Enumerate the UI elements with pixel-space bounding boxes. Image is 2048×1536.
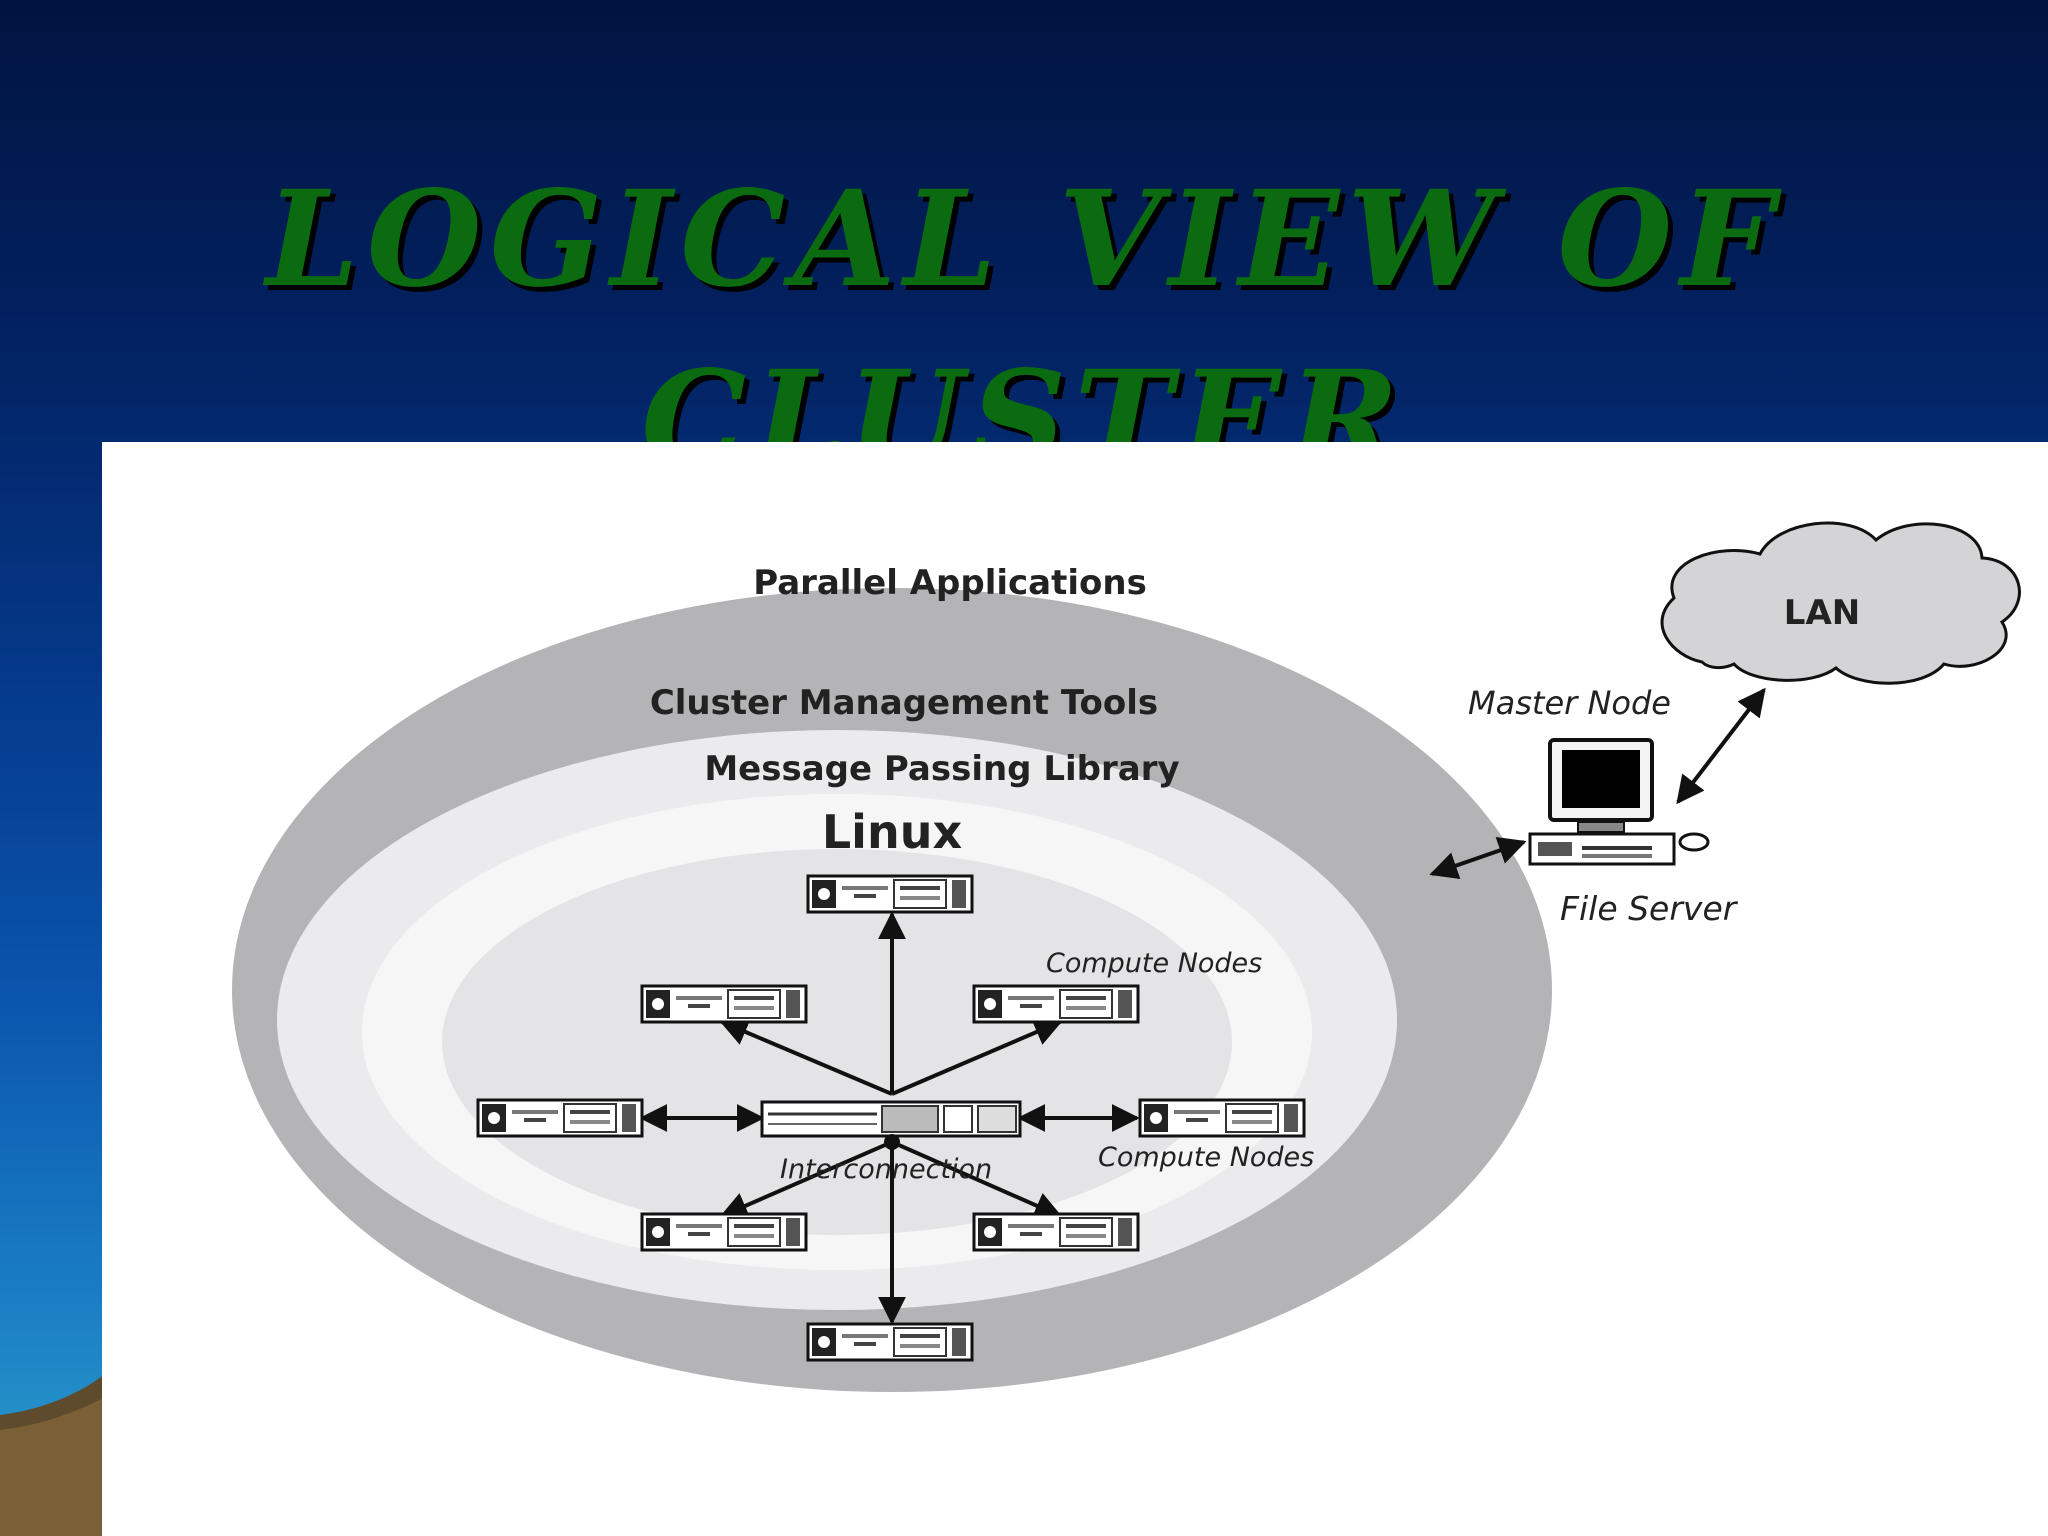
cluster-diagram: Parallel Applications Cluster Management… <box>232 521 2021 1392</box>
master-node-label: Master Node <box>1468 684 1671 722</box>
compute-node-left <box>476 1098 644 1138</box>
compute-node-bottom <box>806 1322 974 1362</box>
parallel-applications-label: Parallel Applications <box>753 563 1147 603</box>
message-passing-label: Message Passing Library <box>704 749 1179 789</box>
linux-label: Linux <box>822 805 962 859</box>
compute-node-top <box>806 874 974 914</box>
file-server-label: File Server <box>1560 889 1739 928</box>
cluster-management-label: Cluster Management Tools <box>650 683 1158 723</box>
lan-cloud <box>1660 521 2021 685</box>
compute-nodes-top-label: Compute Nodes <box>1046 948 1262 979</box>
compute-node-lower-left <box>640 1212 808 1252</box>
compute-node-upper-left <box>640 984 808 1024</box>
interconnect-switch <box>760 1100 1022 1150</box>
interconnection-label: Interconnection <box>780 1154 992 1185</box>
compute-node-lower-right <box>972 1212 1140 1252</box>
compute-nodes-right-label: Compute Nodes <box>1098 1142 1314 1173</box>
linux-layer <box>442 849 1232 1235</box>
compute-node-upper-right <box>972 984 1140 1024</box>
interconnect-arrows <box>639 911 1140 1325</box>
master-node-computer <box>1528 738 1710 866</box>
cluster-diagram-figure: Parallel Applications Cluster Management… <box>102 442 2048 1536</box>
slide-title: LOGICAL VIEW OF CLUSTER <box>265 162 1783 497</box>
master-to-cluster-arrow <box>1429 837 1527 879</box>
master-to-lan-arrow <box>1676 687 1766 805</box>
compute-node-right <box>1138 1098 1306 1138</box>
lan-label: LAN <box>1784 593 1860 633</box>
